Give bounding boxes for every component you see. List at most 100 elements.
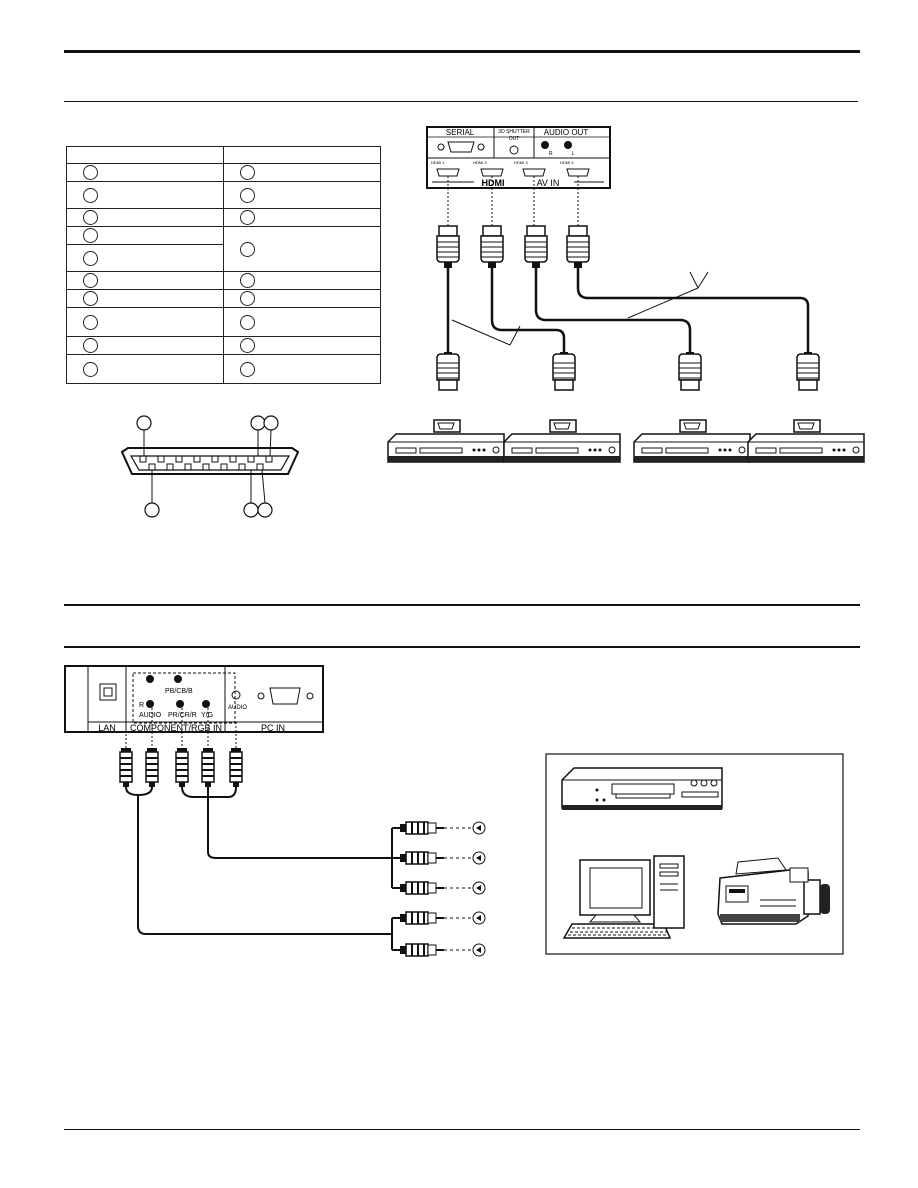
pin-number-circle [239, 165, 255, 180]
rca-plug [399, 851, 445, 865]
pc-audio-label: AUDIO [228, 705, 247, 711]
component-guide-lines [125, 708, 237, 748]
pin-callout-circle [263, 415, 279, 431]
hdmi2-port [480, 168, 504, 177]
rca-plug [399, 911, 445, 925]
table-row [66, 336, 381, 355]
hdmi-plug [678, 351, 702, 391]
table-row [66, 244, 381, 272]
pin-number-circle [239, 273, 255, 288]
rca-plug [175, 747, 189, 788]
shutter-jack [509, 145, 519, 155]
component-label: COMPONENT/RGB IN [130, 723, 222, 733]
table-row [66, 208, 381, 227]
audio-out-label: AUDIO OUT [544, 128, 589, 137]
pc-audio-jack [231, 690, 241, 700]
bottom-rule [64, 1129, 860, 1130]
hdmi-plug [552, 351, 576, 391]
pin-callout-circle [257, 502, 273, 518]
pin-number-circle [239, 210, 255, 225]
lan-label: LAN [98, 723, 116, 733]
pin-number-circle [82, 165, 98, 180]
top-rule [64, 50, 860, 53]
pr-label: PR/CR/R [168, 712, 197, 719]
table-row [66, 289, 381, 308]
pin-number-circle [239, 291, 255, 306]
pin-number-circle [82, 250, 98, 266]
pin-number-circle [239, 338, 255, 353]
pb-jack [174, 675, 182, 683]
pin-number-circle [239, 187, 255, 203]
hdmi-pin-table [66, 146, 381, 384]
section-rule-3 [64, 646, 860, 648]
rca-plug [399, 943, 445, 957]
pin-callout-circle [136, 415, 152, 431]
external-equipment-box [545, 753, 844, 955]
pin-number-circle [82, 210, 98, 225]
hdmi4-port [566, 168, 590, 177]
hdmi-connector-pinout [120, 415, 300, 518]
dvd-player-3 [633, 419, 751, 463]
pin-callout-circle [144, 502, 160, 518]
dvd-player-1 [387, 419, 505, 463]
jack-arrows [476, 825, 481, 953]
pb-label: PB/CB/B [165, 688, 193, 695]
rca-plug [229, 747, 243, 788]
pin-number-circle [82, 338, 98, 353]
audio-r-jack [541, 141, 549, 149]
table-row [66, 163, 381, 182]
rca-guide-lines [444, 827, 472, 951]
hdmi-plug [480, 225, 504, 269]
hdmi-logo: HDMI [482, 178, 505, 188]
pin-number-circle [82, 361, 98, 377]
pin-callout-circle [243, 502, 259, 518]
rca-plug [201, 747, 215, 788]
pin-number-circle [239, 241, 255, 257]
table-header-row [66, 146, 381, 164]
av-in-label: AV IN [537, 178, 560, 188]
pr-jack [176, 700, 184, 708]
pin-number-circle [82, 291, 98, 306]
input-terminal-panel: LAN COMPONENT/RGB IN PC IN PB/CB/B R AUD… [64, 665, 324, 733]
hdmi3-port [522, 168, 546, 177]
yg-jack [202, 700, 210, 708]
table-row [66, 354, 381, 384]
audio-l-label: L [572, 151, 575, 157]
computer-icon [562, 855, 685, 939]
video-deck-icon [561, 767, 723, 810]
table-row [66, 307, 381, 337]
hdmi-plug [566, 225, 590, 269]
hdmi2-label: HDMI 2 [473, 160, 487, 165]
cable-callout [451, 271, 709, 346]
section-rule-1 [64, 101, 858, 102]
dvd-player-4 [747, 419, 865, 463]
jack-icon [146, 675, 154, 683]
table-row [66, 271, 381, 290]
pin-number-circle [82, 314, 98, 330]
lan-port [99, 683, 117, 701]
hdmi-plug [524, 225, 548, 269]
pin-number-circle [239, 314, 255, 330]
hdmi-plug [436, 351, 460, 391]
yg-label: Y/G [201, 712, 213, 719]
audio-label: AUDIO [139, 712, 162, 719]
audio-l-jack [564, 141, 572, 149]
camcorder-icon [717, 857, 830, 925]
pin-callout-circle [250, 415, 266, 431]
section-rule-2 [64, 604, 860, 606]
table-row [66, 181, 381, 209]
rca-plug [399, 821, 445, 835]
hdmi-cables [446, 268, 810, 352]
audio-r-jack [146, 700, 154, 708]
pin-row [139, 455, 273, 471]
hdmi4-label: HDMI 4 [560, 160, 574, 165]
hdmi-guide-lines [447, 176, 579, 226]
r-label: R [139, 702, 144, 709]
vga-port [269, 687, 301, 705]
serial-port [437, 141, 485, 153]
hdmi1-label: HDMI 1 [431, 160, 445, 165]
dvd-player-2 [503, 419, 621, 463]
table-row [66, 226, 381, 272]
shutter-label: 3D SHUTTER [498, 129, 530, 135]
